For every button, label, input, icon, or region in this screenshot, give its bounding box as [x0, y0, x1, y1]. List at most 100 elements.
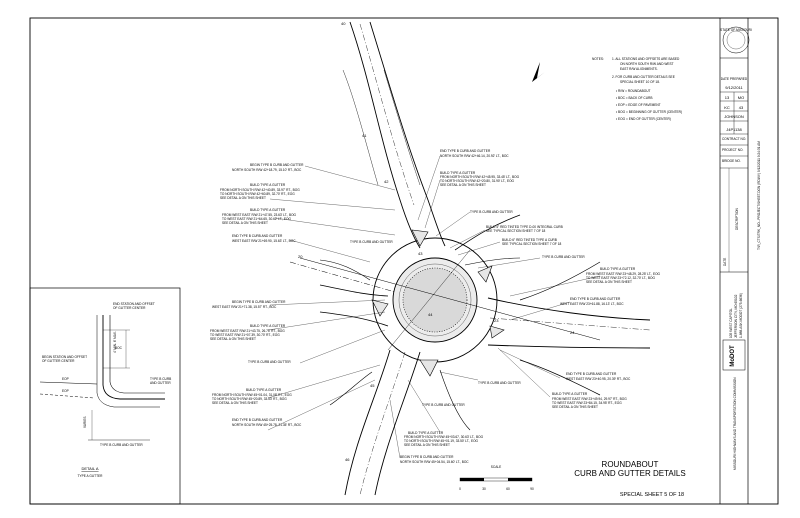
- callout-52: BUILD TYPE A GUTTER: [408, 431, 444, 435]
- callout-9: TO WEST EAST R/W 21+64.65, 30.62' LT., E…: [222, 217, 292, 221]
- callout-20: BUILD TYPE A GUTTER: [246, 388, 282, 392]
- roundabout-plan: [289, 21, 651, 496]
- city: JEFFERSON CITY, MO 65102: [734, 294, 738, 338]
- title-line-2: CURB AND GUTTER DETAILS: [574, 469, 685, 478]
- callout-21: FROM NORTH SOUTH R/W 45+01.04, 31.08' RT…: [212, 393, 292, 397]
- callout-18: SEE DETAIL A ON THIS SHEET: [210, 337, 256, 341]
- callout-42: SEE DETAIL A ON THIS SHEET: [586, 280, 632, 284]
- callout-29: FROM NORTH SOUTH R/W 42+45.95, 33.45' LT…: [440, 175, 520, 179]
- callout-17: TO WEST EAST R/W 21+07.39, 30.70' RT., E…: [210, 333, 280, 337]
- callout-2: NORTH SOUTH R/W 42+18.79, 15.10' RT., BO…: [232, 168, 302, 172]
- callouts: [267, 155, 601, 459]
- file-path: T:\R_CTS\TRK_NO...PROJECT\SHEET.DGN (RDW…: [757, 141, 761, 250]
- detail-note-1: END STATION AND OFFSET: [113, 302, 155, 306]
- callout-38: TYPE B CURB AND GUTTER: [350, 240, 393, 244]
- notes-header: NOTES:: [592, 57, 604, 61]
- description-header: DESCRIPTION: [735, 208, 739, 230]
- station-20: 20: [298, 254, 303, 259]
- callout-25: NORTH SOUTH R/W 45+25.78, 21.35' RT., BO…: [232, 423, 302, 427]
- detail-note-3: BEGIN STATION AND OFFSET: [42, 355, 87, 359]
- note-10: • EOG = END OF GUTTER (CENTER): [616, 117, 671, 121]
- callout-44: WEST EAST R/W 23+61.88, 16.13' LT., BOC: [560, 302, 624, 306]
- date-header: DATE: [723, 258, 727, 266]
- callout-13: BEGIN TYPE B CURB AND GUTTER: [232, 300, 286, 304]
- date-label: DATE PREPARED: [721, 77, 748, 81]
- date-value: 9/12/2011: [725, 85, 743, 90]
- station-46: 46: [345, 457, 350, 462]
- callout-16: FROM WEST EAST R/W 21+43.75, 26.75' RT.,…: [210, 329, 285, 333]
- sheet-border: [29, 17, 779, 505]
- callout-27: NORTH SOUTH R/W 42+46.14, 20.92' LT., BO…: [440, 154, 509, 158]
- detail-subtitle: TYPE A GUTTER: [78, 474, 104, 478]
- county-value: JOHNSON: [724, 114, 744, 119]
- contract-no: CONTRACT NO.: [722, 137, 746, 141]
- address: 105 WEST CAPITOL: [729, 308, 733, 338]
- callout-53: FROM NORTH SOUTH R/W 45+03.67, 30.63' LT…: [404, 435, 484, 439]
- callout-15: BUILD TYPE A GUTTER: [250, 324, 286, 328]
- logo-text: MoDOT: [730, 345, 736, 367]
- scale-bar: SCALE 0 30 60 90: [459, 465, 534, 491]
- callout-50: SEE DETAIL A ON THIS SHEET: [552, 405, 598, 409]
- callout-12: WEST EAST R/W 21+69.90, 15.63' LT., BOC: [232, 239, 296, 243]
- district-value: KC: [724, 105, 730, 110]
- note-3: EAST R/W ALIGNMENTS.: [620, 67, 658, 71]
- callout-3: BUILD TYPE A GUTTER: [250, 183, 286, 187]
- callout-31: SEE DETAIL A ON THIS SHEET: [440, 183, 486, 187]
- note-5: SPECIAL SHEET 10 OF 18.: [620, 80, 660, 84]
- notes-block: NOTES: 1. ALL STATIONS AND OFFSETS ARE B…: [592, 57, 682, 121]
- station-42: 42: [384, 179, 389, 184]
- scale-tick-90: 90: [530, 487, 534, 491]
- callout-39: BUILD TYPE A GUTTER: [600, 267, 636, 271]
- svg-text:EOP: EOP: [62, 389, 69, 393]
- callout-56: BEGIN TYPE B CURB AND GUTTER: [400, 455, 454, 459]
- svg-text:4' MIN. 6' MAX.: 4' MIN. 6' MAX.: [113, 331, 117, 353]
- callout-36: SEE TYPICAL SECTION SHEET 7 OF 18: [502, 242, 562, 246]
- station-labels: 40 41 42 43 44 45 46 20 23 24: [298, 21, 575, 462]
- station-43: 43: [418, 251, 423, 256]
- north-arrow-icon: [532, 62, 545, 82]
- callout-24: END TYPE B CURB AND GUTTER: [232, 418, 283, 422]
- seal-text: STATE OF MISSOURI: [720, 28, 752, 32]
- title-block: STATE OF MISSOURI DATE PREPARED 9/12/201…: [719, 18, 761, 504]
- callout-4: FROM NORTH SOUTH R/W 42+40.89, 33.97' RT…: [220, 188, 300, 192]
- station-41: 41: [362, 133, 367, 138]
- scale-tick-0: 0: [459, 487, 461, 491]
- modot-logo: MoDOT: [722, 339, 746, 371]
- callout-22: TO NORTH SOUTH R/W 45+20.89, 33.53' RT.,…: [212, 397, 287, 401]
- job-value: J4P1138: [726, 127, 742, 132]
- callout-57: NORTH SOUTH R/W 45+04.54, 15.60' LT., BO…: [400, 460, 469, 464]
- detail-note-6: AND GUTTER: [150, 381, 171, 385]
- svg-text:13: 13: [725, 95, 730, 100]
- callout-10: SEE DETAIL A ON THIS SHEET: [222, 221, 268, 225]
- scale-tick-30: 30: [482, 487, 486, 491]
- scale-label: SCALE: [491, 465, 501, 469]
- callout-7: BUILD TYPE A GUTTER: [250, 208, 286, 212]
- note-2: ON NORTH SOUTH R/W AND WEST: [620, 62, 674, 66]
- callout-14: WEST EAST R/W 21+71.38, 15.57' RT., BOC: [212, 305, 277, 309]
- sheet-title: ROUNDABOUT CURB AND GUTTER DETAILS SPECI…: [574, 460, 685, 498]
- callout-37: TYPE B CURB AND GUTTER: [542, 255, 585, 259]
- detail-note-2: OF GUTTER CENTER: [113, 306, 146, 310]
- project-no: PROJECT NO.: [722, 148, 743, 152]
- svg-text:BOC: BOC: [115, 346, 123, 350]
- callout-23: SEE DETAIL A ON THIS SHEET: [212, 401, 258, 405]
- callout-47: BUILD TYPE A GUTTER: [552, 392, 588, 396]
- callout-54: TO NORTH SOUTH R/W 45+01.19, 33.50' LT.,…: [404, 439, 479, 443]
- callout-8: FROM WEST EAST R/W 21+47.55, 23.63' LT.,…: [222, 213, 297, 217]
- callout-26: END TYPE B CURB AND GUTTER: [440, 149, 491, 153]
- callout-32: TYPE B CURB AND GUTTER: [470, 210, 513, 214]
- callout-34: SEE TYPICAL SECTION SHEET 7 OF 18: [486, 229, 546, 233]
- detail-title: DETAIL A: [81, 466, 98, 471]
- svg-text:VARIES: VARIES: [83, 417, 87, 428]
- callout-1: BEGIN TYPE B CURB AND GUTTER: [250, 163, 304, 167]
- detail-note-4: OF GUTTER CENTER: [42, 359, 75, 363]
- state-value: MO: [738, 95, 744, 100]
- note-7: • BOC = BACK OF CURB: [616, 96, 652, 100]
- callout-28: BUILD TYPE A GUTTER: [440, 171, 476, 175]
- note-4: 2. FOR CURB AND GUTTER DETAILS SEE: [612, 75, 675, 79]
- callout-58: TYPE B CURB AND GUTTER: [422, 403, 465, 407]
- callout-46: WEST EAST R/W 23+40.95, 20.39' RT., BOC: [566, 377, 631, 381]
- agency: MISSOURI HIGHWAYS AND TRANSPORTATION COM…: [733, 377, 737, 470]
- detail-note-7: TYPE B CURB AND GUTTER: [100, 443, 143, 447]
